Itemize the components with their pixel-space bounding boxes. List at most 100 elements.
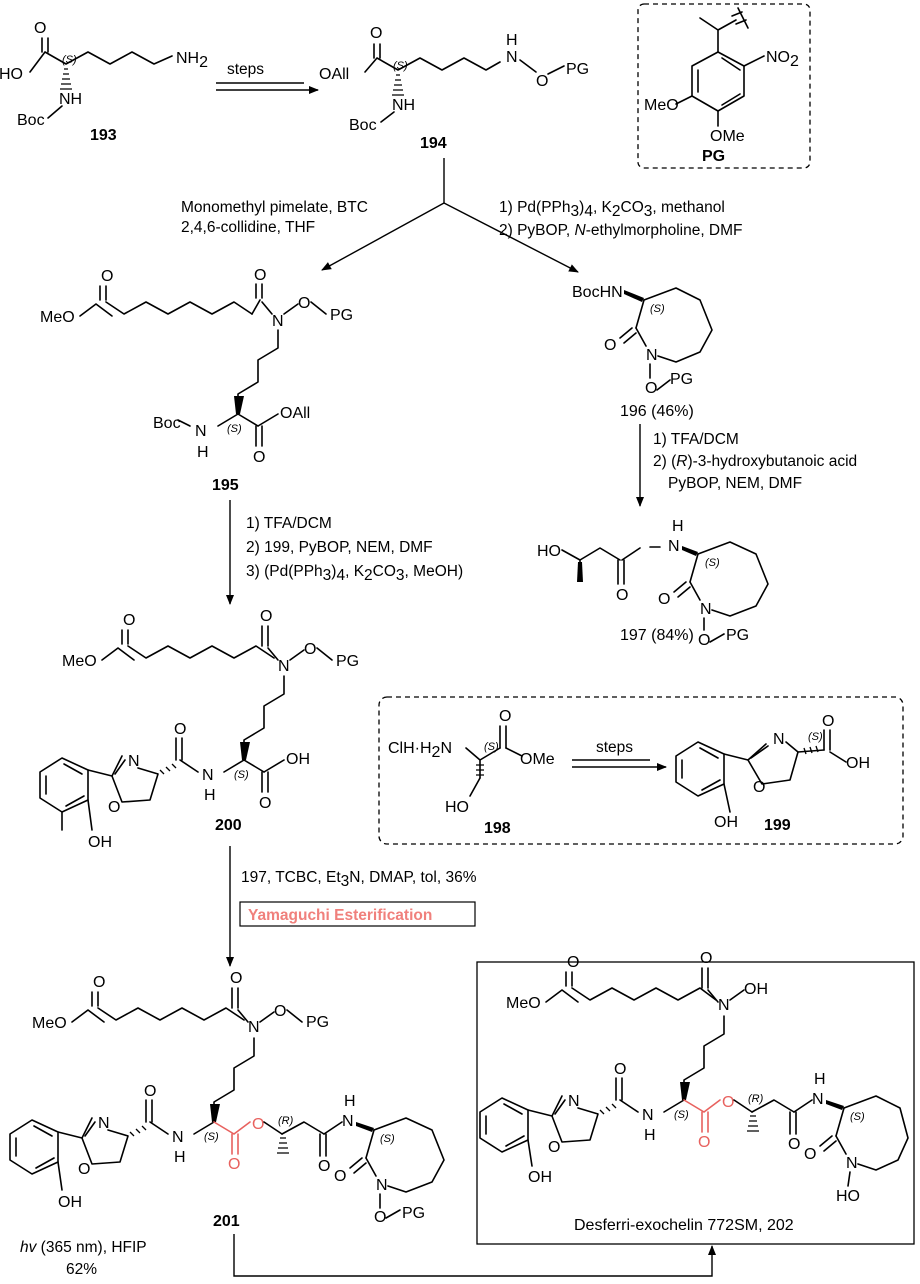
atom-oh: OH <box>714 814 738 831</box>
compound-194: O OAll (S) N H O PG NH Boc 194 <box>319 25 589 152</box>
compound-200: MeO O O N O PG (S) N H OH O O N O OH 200 <box>39 608 359 851</box>
atom-pg: PG <box>402 1205 425 1222</box>
compound-193: O HO (S) NH2 NH Boc 193 <box>0 20 208 144</box>
condition-right-1: 1) Pd(PPh3)4, K2CO3, methanol <box>499 199 725 220</box>
stereo-s: (S) <box>705 557 720 569</box>
protecting-group-box: NO2 MeO OMe PG <box>637 3 811 169</box>
stereo-r: (R) <box>278 1115 294 1127</box>
intermediate-199-box: ClH·H2N HO O OMe (S) 198 steps N O OH (S… <box>378 696 904 845</box>
atom-ho: HO <box>836 1188 860 1205</box>
stereo-s: (S) <box>674 1109 689 1121</box>
atom-h: H <box>174 1149 186 1166</box>
atom-pg: PG <box>336 653 359 670</box>
atom-o: O <box>822 713 834 730</box>
atom-meo: MeO <box>506 995 541 1012</box>
stereo-s: (S) <box>650 303 665 315</box>
atom-o: O <box>260 608 272 625</box>
atom-oall: OAll <box>280 405 310 422</box>
reaction-arrow-193-194: steps <box>216 61 319 94</box>
atom-h: H <box>672 518 684 535</box>
compound-197: HO O H N O N O PG (S) 197 (84%) <box>537 518 769 649</box>
atom-o: O <box>536 73 548 90</box>
atom-ome: OMe <box>520 751 555 768</box>
compound-196-label: 196 (46%) <box>620 403 694 420</box>
condition-line-1: 1) TFA/DCM <box>653 431 739 448</box>
atom-o: O <box>274 1003 286 1020</box>
atom-oh: OH <box>58 1194 82 1211</box>
compound-id-199: 199 <box>764 817 791 834</box>
atom-nh: NH <box>392 97 415 114</box>
compound-195: MeO O O N O PG (S) N H Boc OAll O 195 <box>40 267 353 494</box>
atom-o: O <box>753 779 765 796</box>
condition-line-1: 197, TCBC, Et3N, DMAP, tol, 36% <box>241 869 477 890</box>
condition-line-2: 62% <box>66 1261 97 1278</box>
atom-pg: PG <box>330 307 353 324</box>
atom-o: O <box>804 1146 816 1163</box>
atom-o: O <box>370 25 382 42</box>
reaction-arrow-200-201: 197, TCBC, Et3N, DMAP, tol, 36% Yamaguch… <box>226 846 477 967</box>
compound-202: MeO O O N OH O O (S) N H O N O OH (R) <box>476 950 915 1245</box>
atom-n: N <box>700 601 712 618</box>
atom-o: O <box>616 587 628 604</box>
atom-n: N <box>98 1115 110 1132</box>
branch-arrows: Monomethyl pimelate, BTC 2,4,6-collidine… <box>181 158 743 273</box>
atom-n: N <box>342 1113 354 1130</box>
stereo-s: (S) <box>380 1133 395 1145</box>
atom-n: N <box>846 1155 858 1172</box>
atom-o: O <box>259 795 271 812</box>
atom-pg: PG <box>566 61 589 78</box>
stereo-s: (S) <box>393 60 408 72</box>
atom-oall: OAll <box>319 66 349 83</box>
atom-o-ester: O <box>698 1134 710 1151</box>
compound-201: MeO O O N O PG O O (S) N H O N O OH <box>9 970 445 1230</box>
atom-o-ester: O <box>228 1156 240 1173</box>
stereo-s: (S) <box>808 731 823 743</box>
condition-left-2: 2,4,6-collidine, THF <box>181 219 315 236</box>
atom-o: O <box>318 1158 330 1175</box>
stereo-s: (S) <box>850 1111 865 1123</box>
atom-ome: OMe <box>710 128 745 145</box>
atom-o: O <box>548 1139 560 1156</box>
atom-o: O <box>374 1209 386 1226</box>
atom-n: N <box>668 538 680 555</box>
atom-ho: HO <box>0 66 23 83</box>
atom-o: O <box>93 974 105 991</box>
condition-right-2: 2) PyBOP, N-ethylmorpholine, DMF <box>499 222 743 239</box>
atom-n: N <box>568 1093 580 1110</box>
atom-n: N <box>646 347 658 364</box>
reaction-arrow-201-202: hv (365 nm), HFIP 62% <box>20 1234 716 1278</box>
atom-n: N <box>642 1107 654 1124</box>
compound-id-201: 201 <box>213 1213 240 1230</box>
atom-o: O <box>304 641 316 658</box>
atom-nh2: NH2 <box>176 50 208 71</box>
atom-bochn: BocHN <box>572 284 623 301</box>
reaction-arrow-195-200: 1) TFA/DCM 2) 199, PyBOP, NEM, DMF 3) (P… <box>226 500 463 605</box>
atom-n: N <box>278 658 290 675</box>
atom-n: N <box>128 753 140 770</box>
condition-line-1: 1) TFA/DCM <box>246 515 332 532</box>
atom-meo: MeO <box>40 309 75 326</box>
atom-o: O <box>499 708 511 725</box>
compound-id-200: 200 <box>215 817 242 834</box>
step-label: steps <box>227 61 264 78</box>
atom-n: N <box>195 423 207 440</box>
stereo-s: (S) <box>204 1131 219 1143</box>
atom-o: O <box>698 632 710 649</box>
atom-o: O <box>645 380 657 397</box>
atom-n: N <box>718 997 730 1014</box>
atom-n: N <box>773 731 785 748</box>
atom-o: O <box>254 267 266 284</box>
atom-n: N <box>376 1177 388 1194</box>
atom-boc: Boc <box>153 415 181 432</box>
atom-pg: PG <box>670 371 693 388</box>
atom-pg: PG <box>306 1014 329 1031</box>
atom-o: O <box>108 799 120 816</box>
compound-id-194: 194 <box>420 135 447 152</box>
atom-n: N <box>172 1129 184 1146</box>
condition-line-2: 2) (R)-3-hydroxybutanoic acid <box>653 453 857 470</box>
reaction-arrow-196-197: 1) TFA/DCM 2) (R)-3-hydroxybutanoic acid… <box>636 424 857 507</box>
atom-o: O <box>604 337 616 354</box>
atom-n: N <box>248 1019 260 1036</box>
atom-o: O <box>658 591 670 608</box>
pg-label: PG <box>702 148 725 165</box>
